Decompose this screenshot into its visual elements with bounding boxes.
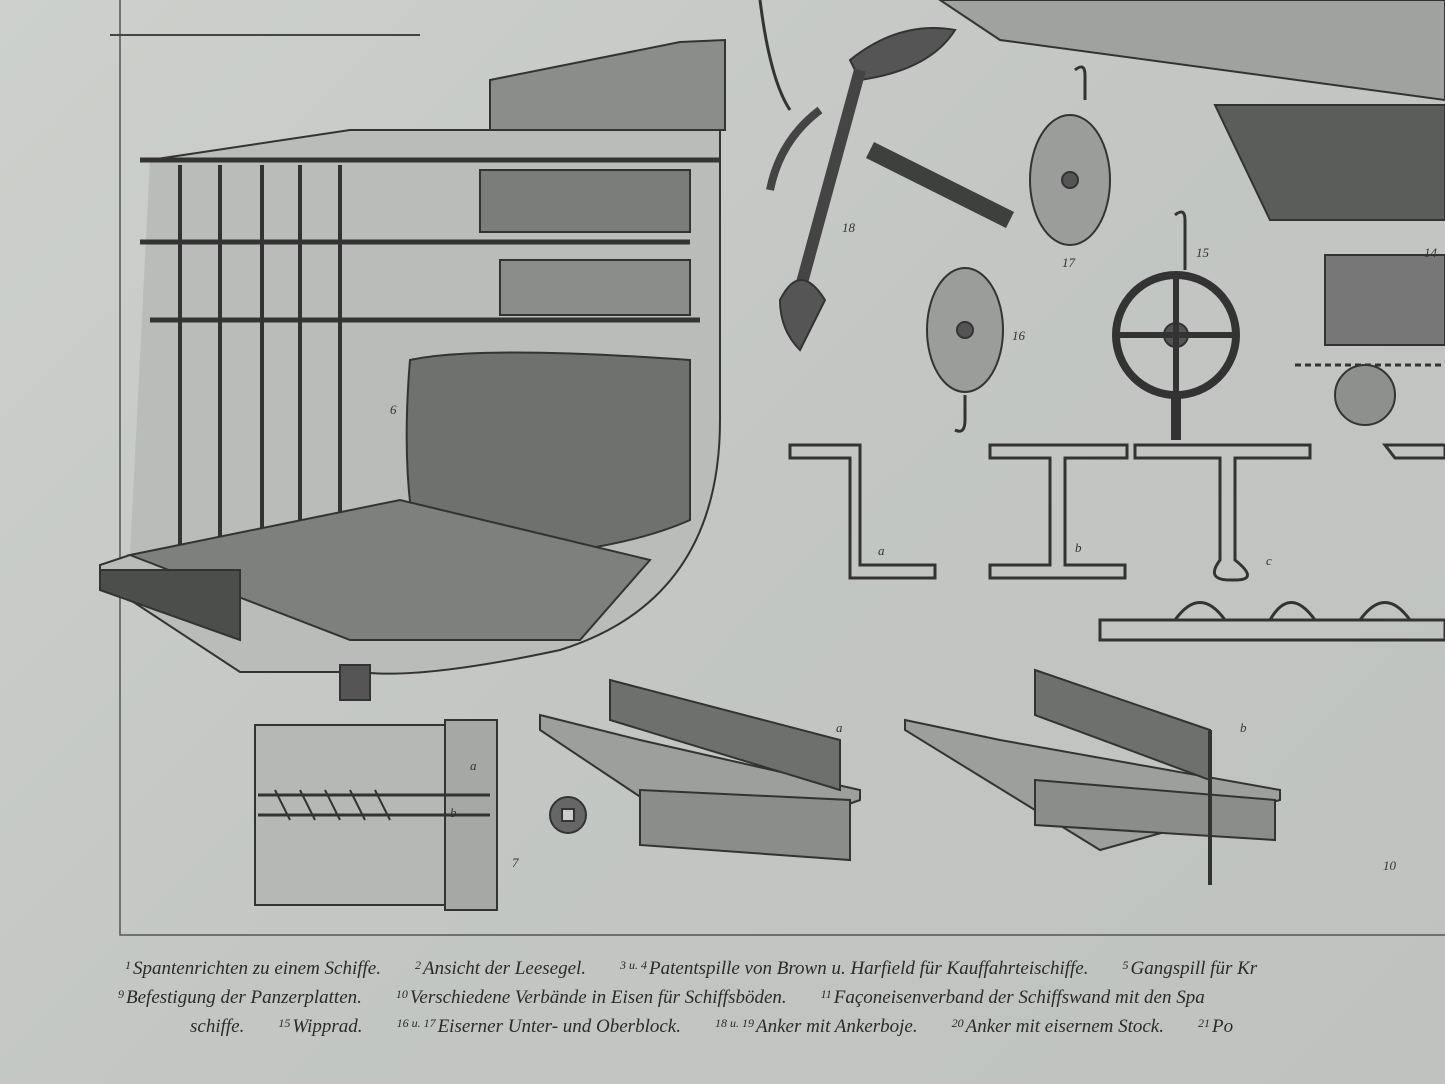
bolt-illustration <box>254 719 587 911</box>
capstan-illustration <box>1295 254 1445 426</box>
hull-section-illustration <box>99 38 726 701</box>
figure-label-18: 18 <box>842 220 855 235</box>
profile-label-c: c <box>1266 553 1272 568</box>
caption-schiffe: schiffe. <box>190 1016 245 1037</box>
figure-label-16: 16 <box>1012 328 1025 343</box>
bolt-label-a: a <box>470 758 477 773</box>
iron-profiles <box>788 443 1445 642</box>
figure-label-10: 10 <box>1383 858 1396 873</box>
bolt-label-b: b <box>450 805 457 820</box>
deck-illustration <box>938 0 1445 221</box>
figure-label-17: 17 <box>1062 255 1075 270</box>
anchor-illustration <box>758 0 1015 352</box>
pulley-block-17 <box>1029 65 1111 246</box>
profile-label-a: a <box>878 543 885 558</box>
pulley-block-16 <box>926 267 1004 433</box>
profile-label-b: b <box>1075 540 1082 555</box>
figure-label-7: 7 <box>512 855 519 870</box>
frame-label-b: b <box>1240 720 1247 735</box>
wheel-block-15 <box>1112 210 1240 440</box>
frame-b-illustration <box>904 668 1281 885</box>
figure-label-15: 15 <box>1196 245 1209 260</box>
frame-a-illustration <box>539 678 861 862</box>
frame-label-a: a <box>836 720 843 735</box>
figure-label-14: 14 <box>1424 245 1437 260</box>
plate-border <box>119 0 1445 936</box>
figure-label-6: 6 <box>390 402 397 417</box>
